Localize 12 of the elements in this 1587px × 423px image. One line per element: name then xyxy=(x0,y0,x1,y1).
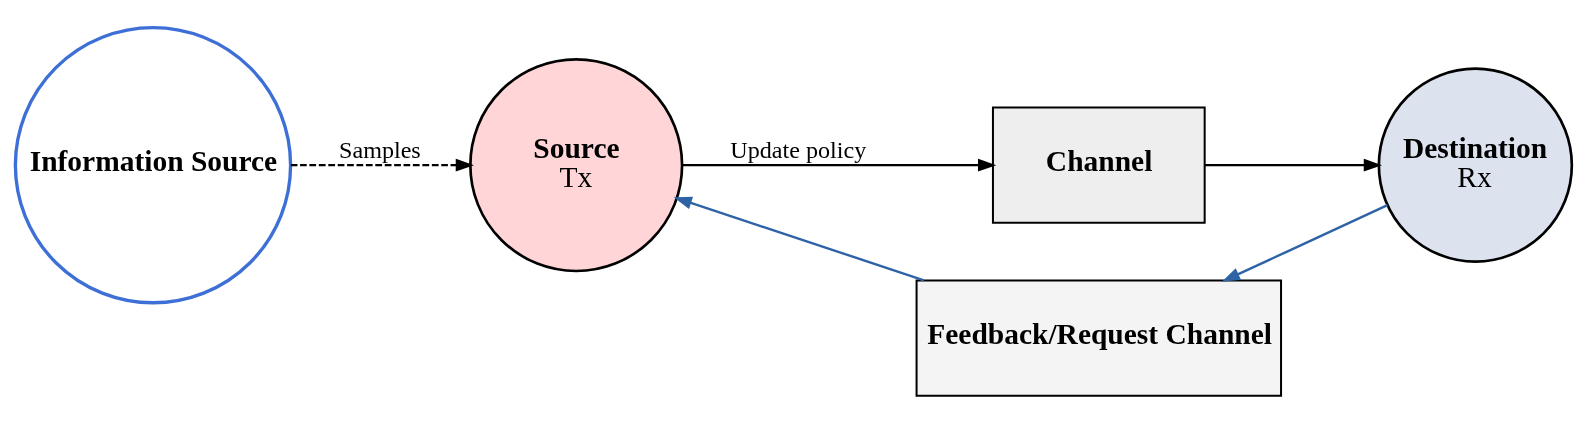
arrow xyxy=(1221,204,1388,282)
node-box: Feedback/Request Channel xyxy=(915,279,1283,397)
edge-label: Update policy xyxy=(730,136,867,163)
arrow xyxy=(682,158,997,172)
arrow xyxy=(290,158,474,172)
edge-label: Samples xyxy=(339,136,421,163)
arrow xyxy=(673,196,925,282)
node-box: Channel xyxy=(991,106,1206,224)
node-circle: Source Tx xyxy=(469,57,684,273)
node-circle: Destination Rx xyxy=(1377,67,1574,263)
node-circle: Information Source xyxy=(13,25,293,305)
arrow xyxy=(1204,158,1382,172)
